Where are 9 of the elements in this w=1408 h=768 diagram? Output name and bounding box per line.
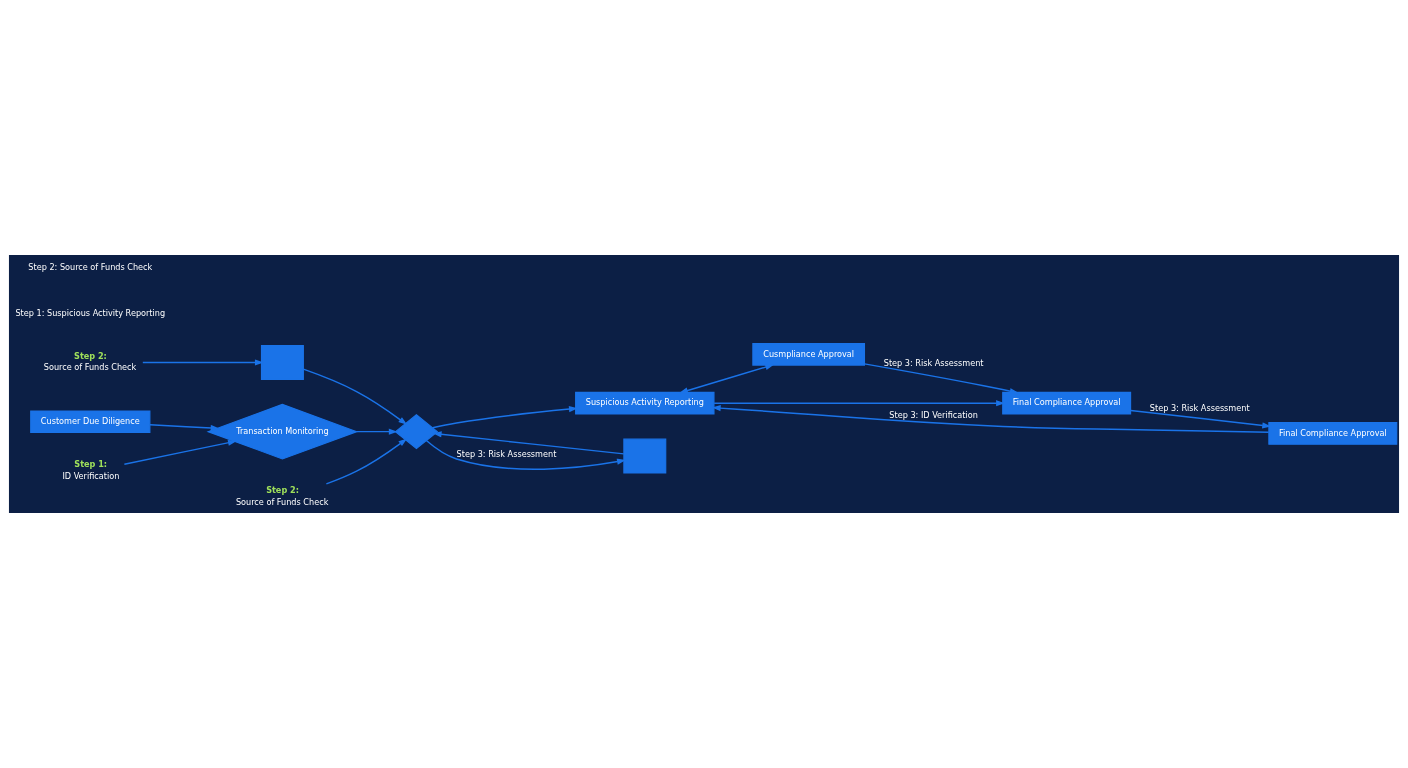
edge-label: Step 3: ID Verification [889, 409, 978, 420]
node-text: Step 2: Source of Funds Check [235, 485, 329, 507]
label: Step 1: Suspicious Activity Reporting [15, 307, 166, 318]
node-text: Step 1: ID Verification [62, 459, 120, 481]
edge-label: Step 3: Risk Assessment [1149, 402, 1250, 413]
edge-label: Step 3: Risk Assessment [883, 357, 984, 368]
label: Step 2: Source of Funds Check [28, 261, 153, 272]
edge-label: Step 3: Risk Assessment [456, 448, 557, 459]
node-text: Step 2: Source of Funds Check [43, 350, 137, 373]
